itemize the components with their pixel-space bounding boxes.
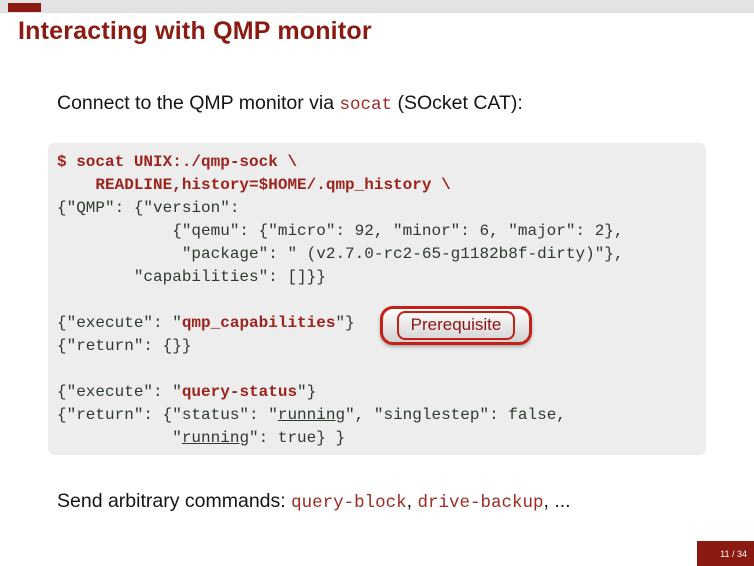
code-line: {"return": {}} (57, 335, 697, 358)
code-segment: qmp_capabilities (181, 314, 336, 332)
intro-text: Connect to the QMP monitor via socat (SO… (57, 92, 523, 115)
code-line: "capabilities": []}} (57, 266, 697, 289)
code-segment: "package": " (v2.7.0-rc2-65-g1182b8f-dir… (57, 245, 624, 263)
code-line: {"execute": "query-status"} (57, 381, 697, 404)
code-line: "running": true} } (57, 427, 697, 450)
outro-text: Send arbitrary commands: query-block, dr… (57, 490, 571, 513)
prerequisite-badge: Prerequisite (380, 306, 532, 345)
code-segment: {"QMP": {"version": (57, 199, 240, 217)
code-line: READLINE,history=$HOME/.qmp_history \ (57, 174, 697, 197)
code-segment: {"execute": " (57, 314, 182, 332)
code-segment: running (277, 406, 346, 424)
code-segment: query-status (181, 383, 298, 401)
code-segment: READLINE,history=$HOME/.qmp_history \ (57, 176, 451, 194)
code-segment: ": true} } (249, 429, 346, 447)
code-segment: "} (297, 383, 317, 401)
outro-suffix: , ... (543, 490, 571, 512)
code-line: "package": " (v2.7.0-rc2-65-g1182b8f-dir… (57, 243, 697, 266)
code-line: {"qemu": {"micro": 92, "minor": 6, "majo… (57, 220, 697, 243)
code-line: $ socat UNIX:./qmp-sock \ (57, 151, 697, 174)
inline-code-socat: socat (339, 95, 393, 115)
intro-prefix: Connect to the QMP monitor via (57, 92, 340, 114)
accent-chip (8, 3, 41, 12)
code-segment: {"return": {"status": " (57, 406, 278, 424)
code-segment: {"qemu": {"micro": 92, "minor": 6, "majo… (57, 222, 624, 240)
inline-code-query-block: query-block (291, 493, 407, 513)
inline-code-drive-backup: drive-backup (417, 493, 544, 513)
code-segment: running (181, 429, 250, 447)
top-bar (0, 0, 754, 13)
code-line: {"return": {"status": "running", "single… (57, 404, 697, 427)
code-line (57, 289, 697, 312)
code-line: {"QMP": {"version": (57, 197, 697, 220)
page-number: 11 / 34 (720, 548, 747, 559)
code-line (57, 358, 697, 381)
code-segment: ", "singlestep": false, (345, 406, 566, 424)
intro-suffix: (SOcket CAT): (392, 92, 523, 114)
page-title: Interacting with QMP monitor (18, 17, 372, 45)
code-segment: "capabilities": []}} (57, 268, 326, 286)
code-segment: $ socat UNIX:./qmp-sock \ (57, 153, 298, 171)
code-segment: " (57, 429, 182, 447)
outro-prefix: Send arbitrary commands: (57, 490, 292, 512)
code-line: {"execute": "qmp_capabilities"} (57, 312, 697, 335)
outro-separator: , (406, 490, 418, 512)
code-block: $ socat UNIX:./qmp-sock \ READLINE,histo… (48, 143, 706, 455)
code-segment: {"return": {}} (57, 337, 192, 355)
page-number-box: 11 / 34 (697, 541, 754, 566)
code-segment: "} (335, 314, 355, 332)
prerequisite-badge-label: Prerequisite (396, 311, 516, 340)
code-segment: {"execute": " (57, 383, 182, 401)
